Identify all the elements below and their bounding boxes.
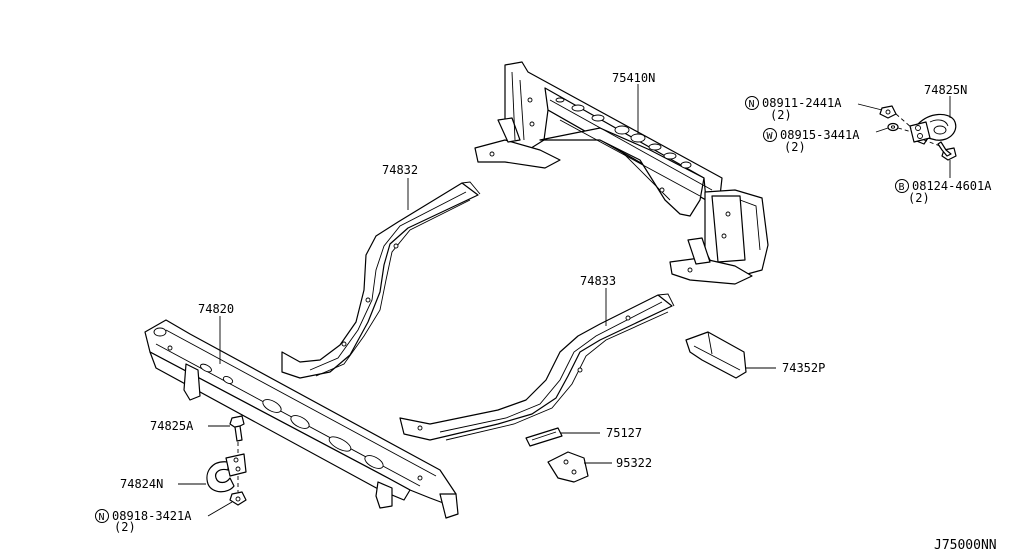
bolt-symbol-icon — [895, 179, 909, 193]
washer-symbol-icon — [763, 128, 777, 142]
part-label-08911-2441A: 08911-2441A — [762, 96, 842, 110]
nut-08918-3421A — [229, 491, 247, 506]
part-label-74833: 74833 — [580, 274, 616, 288]
tow-hook-74824N — [206, 453, 247, 493]
part-label-74825A: 74825A — [150, 419, 194, 433]
part-label-95322: 95322 — [616, 456, 652, 470]
bracket-75127 — [525, 427, 563, 447]
part-label-08918-3421A: 08918-3421A — [112, 509, 192, 523]
part-label-74825N: 74825N — [924, 83, 967, 97]
side-member-74833 — [399, 293, 675, 441]
leader-08918 — [207, 501, 233, 517]
bolt-symbol-letter: B — [899, 182, 905, 193]
bolt-08124-4601A — [937, 141, 957, 161]
part-label-08915-3441A: 08915-3441A — [780, 128, 860, 142]
part-label-75410N: 75410N — [612, 71, 655, 85]
part-label-74824N: 74824N — [120, 477, 163, 491]
rear-cross-member-75410N — [474, 61, 769, 285]
part-label-74820: 74820 — [198, 302, 234, 316]
bracket-95322 — [547, 451, 589, 483]
tow-hook-74825N — [909, 113, 957, 145]
nut-symbol-icon — [745, 96, 759, 110]
part-label-74832: 74832 — [382, 163, 418, 177]
diagram-id: J75000NN — [934, 538, 997, 553]
bracket-74352P — [685, 331, 747, 379]
part-label-75127: 75127 — [606, 426, 642, 440]
leader-08911 — [857, 103, 883, 111]
washer-08915-3441A — [887, 122, 899, 132]
leader-08915 — [875, 127, 889, 133]
front-cross-member-74820 — [144, 319, 459, 519]
part-label-08918-qty: (2) — [114, 520, 136, 534]
part-label-08124-qty: (2) — [908, 191, 930, 205]
nut-08911-2441A — [879, 105, 897, 119]
part-label-08915-qty: (2) — [784, 140, 806, 154]
part-label-08124-4601A: 08124-4601A — [912, 179, 992, 193]
nut-symbol-letter: N — [749, 99, 755, 110]
side-member-74832 — [281, 181, 481, 379]
washer-symbol-letter: W — [767, 131, 774, 142]
part-label-08911-qty: (2) — [770, 108, 792, 122]
bolt-74825A — [229, 415, 245, 442]
part-label-74352P: 74352P — [782, 361, 825, 375]
nut-symbol-icon-2 — [95, 509, 109, 523]
nut-symbol-letter-2: N — [99, 512, 105, 523]
